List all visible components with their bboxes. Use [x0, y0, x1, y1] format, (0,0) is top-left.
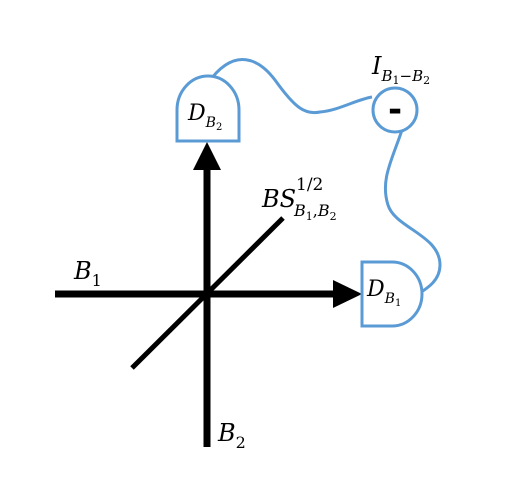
label-beam-splitter-sub: B1,B2 — [293, 201, 337, 223]
minus-sign: - — [388, 90, 402, 130]
connecting-wire — [206, 58, 442, 296]
beam-b2-arrowhead — [193, 142, 221, 170]
label-beam-splitter: BS — [261, 185, 296, 213]
label-detector-b1: DB1 — [366, 277, 401, 309]
beam-b1-arrowhead — [333, 280, 362, 308]
detector-b1 — [360, 260, 424, 328]
label-b2: B2 — [217, 419, 246, 452]
beam-splitter-line — [130, 216, 285, 370]
label-b1: B1 — [73, 257, 102, 290]
label-interferometer: IB1−B2 — [371, 52, 430, 87]
label-beam-splitter-sup: 1/2 — [296, 175, 323, 195]
detector-b2 — [175, 74, 241, 143]
subtractor-circle — [371, 86, 419, 134]
label-detector-b2: DB2 — [187, 101, 222, 133]
